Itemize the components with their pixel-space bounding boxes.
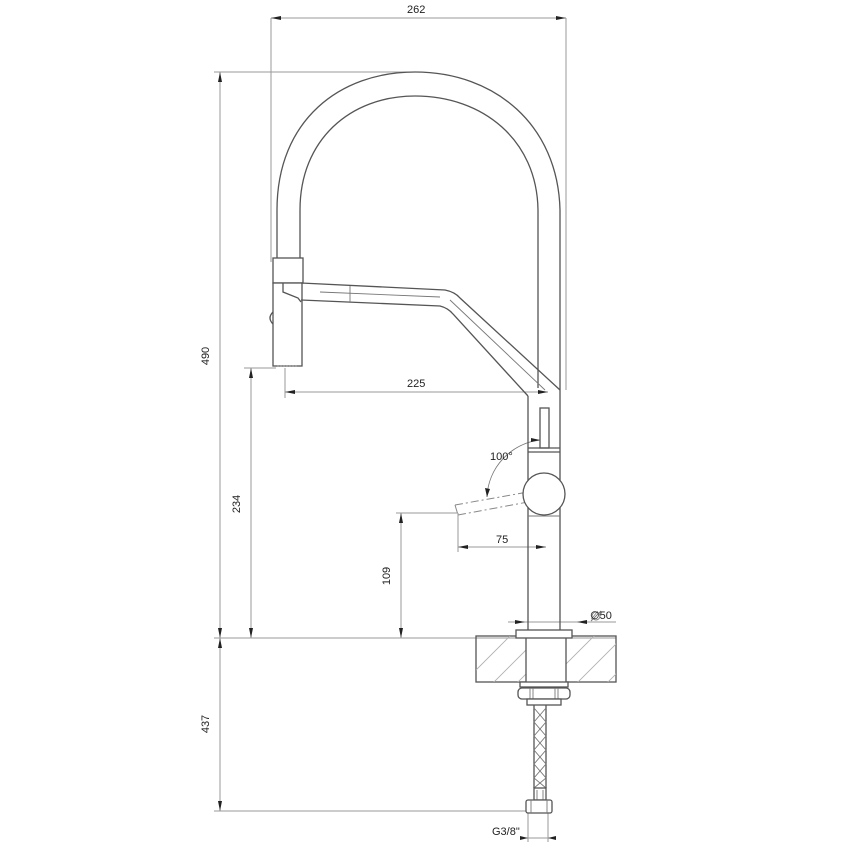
countertop-section bbox=[475, 629, 617, 683]
label-reach-225: 225 bbox=[407, 378, 426, 390]
label-width-262: 262 bbox=[407, 4, 426, 16]
dimension-height-234 bbox=[244, 367, 276, 638]
label-lever-75: 75 bbox=[496, 534, 509, 546]
label-underside-437: 437 bbox=[200, 714, 213, 734]
dimension-lever-109 bbox=[396, 512, 458, 638]
spout-holder-arm bbox=[300, 282, 561, 397]
label-rotation-100: 100° bbox=[490, 451, 513, 463]
mixer-lever bbox=[454, 472, 566, 516]
dimension-reach-225 bbox=[284, 368, 548, 398]
dimension-height-490 bbox=[214, 71, 410, 638]
label-height-490: 490 bbox=[200, 346, 213, 366]
braided-hose bbox=[525, 705, 553, 814]
label-height-234: 234 bbox=[231, 494, 244, 514]
label-diameter-50: ∅50 bbox=[590, 610, 612, 622]
label-lever-109: 109 bbox=[381, 566, 394, 586]
mixer-body bbox=[527, 390, 561, 630]
dimension-thread-g38 bbox=[520, 812, 556, 842]
label-thread-g38: G3/8" bbox=[492, 826, 520, 838]
dimension-diameter-50 bbox=[508, 610, 616, 624]
dimension-width-262 bbox=[270, 16, 567, 390]
lever-rotation-arc bbox=[485, 438, 541, 498]
pull-out-spray-head bbox=[269, 257, 304, 367]
spout-arc bbox=[276, 71, 561, 390]
dimension-lever-75 bbox=[457, 513, 546, 552]
mounting-nut bbox=[517, 681, 571, 706]
